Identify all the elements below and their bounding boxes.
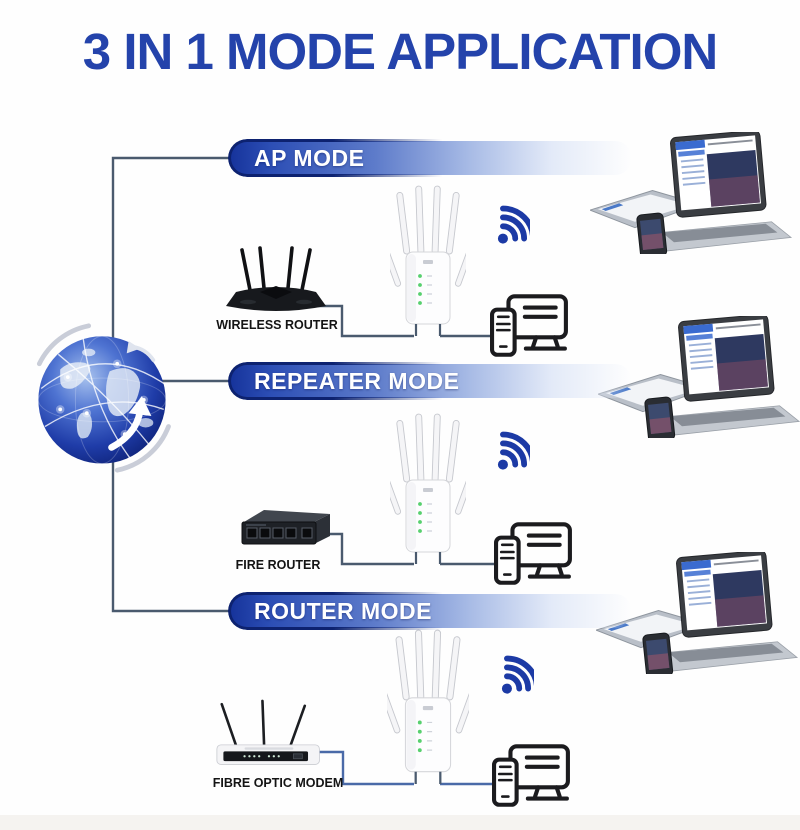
device-label: FIBRE OPTIC MODEM xyxy=(212,776,344,790)
page-title: 3 IN 1 MODE APPLICATION xyxy=(82,23,718,80)
wifi-repeater-device-icon xyxy=(390,410,466,564)
router-mode-pill: ROUTER MODE xyxy=(230,594,632,628)
phone-and-monitor-icon xyxy=(492,742,572,808)
ap-mode-pill: AP MODE xyxy=(230,141,632,175)
device-label: WIRELESS ROUTER xyxy=(216,318,338,332)
wifi-repeater-device-icon xyxy=(390,182,466,336)
fibre-optic-modem-icon xyxy=(212,696,330,771)
wifi-repeater-device-icon xyxy=(387,626,469,784)
wifi-signal-icon xyxy=(472,424,530,482)
wifi-signal-icon xyxy=(472,198,530,256)
mode-label: ROUTER MODE xyxy=(254,597,432,624)
mode-label: REPEATER MODE xyxy=(254,367,460,394)
phone-and-monitor-icon xyxy=(490,292,570,358)
phone-and-monitor-icon xyxy=(494,520,574,586)
bottom-strip xyxy=(0,815,800,830)
internet-globe-icon xyxy=(26,322,178,474)
wireless-router-icon xyxy=(220,244,332,316)
device-label: FIRE ROUTER xyxy=(235,558,321,572)
mode-label: AP MODE xyxy=(254,144,365,171)
repeater-mode-pill: REPEATER MODE xyxy=(230,364,632,398)
wifi-signal-icon xyxy=(476,648,534,706)
fire-router-switch-icon xyxy=(234,506,334,554)
